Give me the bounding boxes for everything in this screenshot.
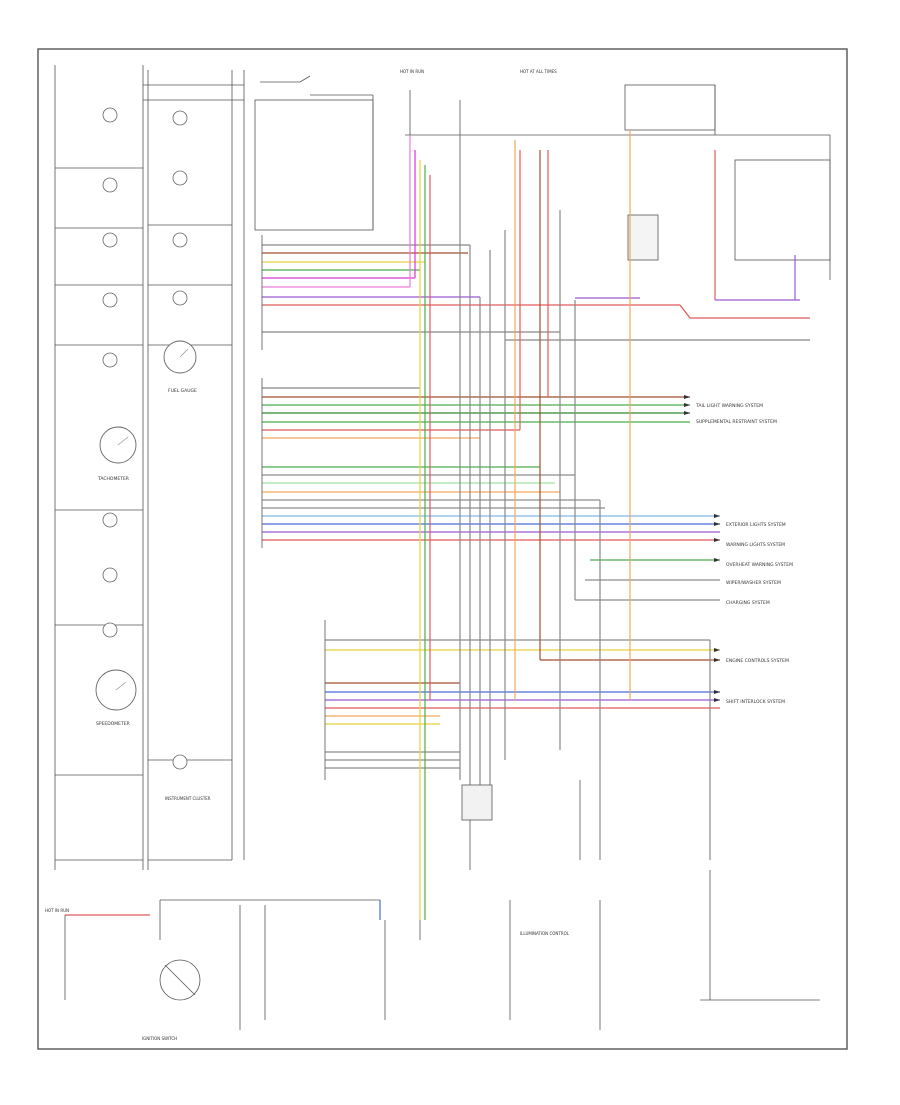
connector-arrows: [684, 395, 720, 702]
instrument-cluster-label: INSTRUMENT CLUSTER: [165, 796, 211, 801]
top-power-hot-run: HOT IN RUN: [400, 69, 424, 74]
wire-bus-bottom: [325, 639, 720, 769]
speedometer-label: SPEEDOMETER: [96, 721, 130, 727]
bottom-section: [64, 870, 820, 1030]
system-label-tail-light: TAIL LIGHT WARNING SYSTEM: [695, 403, 763, 409]
system-label-charging: CHARGING SYSTEM: [726, 600, 770, 606]
system-label-overheat: OVERHEAT WARNING SYSTEM: [726, 562, 793, 568]
ignition-switch-label: IGNITION SWITCH: [142, 1036, 177, 1041]
cluster-left-column: [54, 65, 245, 870]
indicator-bulbs: [102, 107, 188, 770]
hot-in-run-label: HOT IN RUN: [45, 908, 69, 913]
system-label-engine: ENGINE CONTROLS SYSTEM: [726, 658, 789, 664]
top-power-hot-always: HOT AT ALL TIMES: [520, 69, 557, 74]
system-label-srs: SUPPLEMENTAL RESTRAINT SYSTEM: [696, 419, 777, 425]
system-label-exterior-lights: EXTERIOR LIGHTS SYSTEM: [726, 522, 786, 528]
illumination-control-label: ILLUMINATION CONTROL: [520, 931, 570, 936]
wire-bus-lower: [262, 466, 720, 601]
top-boxes: [254, 75, 831, 280]
diagram-border: [37, 48, 848, 1050]
system-label-shift-interlock: SHIFT INTERLOCK SYSTEM: [726, 699, 785, 705]
fuel-gauge-label: FUEL GAUGE: [168, 388, 197, 394]
system-label-warning-lights: WARNING LIGHTS SYSTEM: [726, 542, 785, 548]
wire-bus-middle: [262, 387, 690, 439]
wire-verticals: [409, 130, 800, 920]
system-label-wiper: WIPER/WASHER SYSTEM: [726, 580, 781, 586]
middle-components: [261, 235, 601, 870]
wire-bus-upper: [262, 244, 810, 341]
tachometer-label: TACHOMETER: [97, 476, 129, 482]
